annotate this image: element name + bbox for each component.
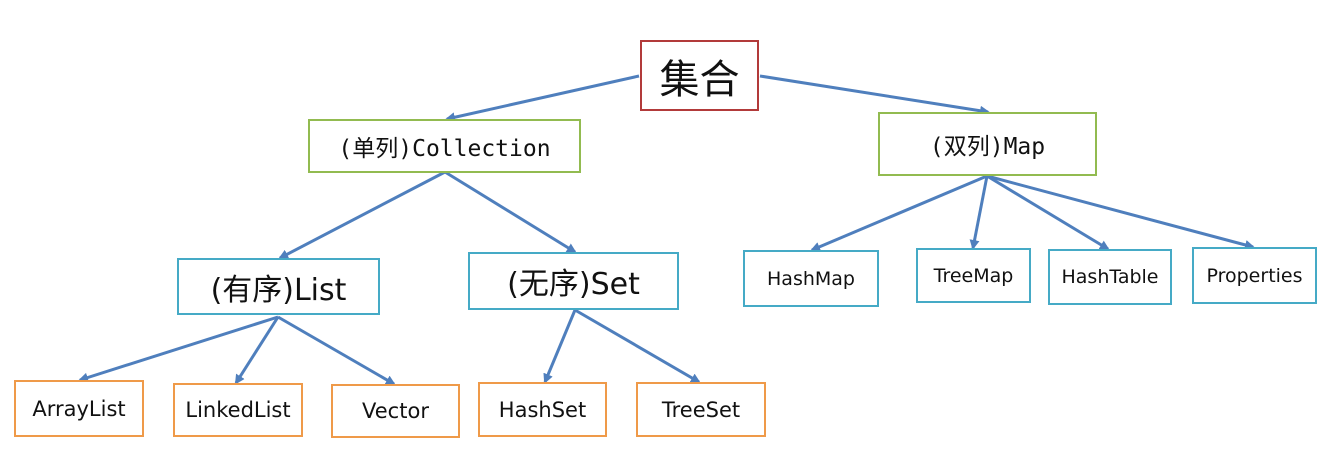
map-node: (双列)Map xyxy=(878,112,1097,176)
set-node: (无序)Set xyxy=(468,252,679,310)
root-node-collections: 集合 xyxy=(640,40,759,111)
list-to-vector-arrow xyxy=(277,315,396,386)
set-to-hashset-arrow xyxy=(543,309,577,384)
map-to-hashmap-arrow xyxy=(810,174,988,252)
list-node: (有序)List xyxy=(177,258,380,315)
map-to-properties-arrow xyxy=(986,174,1255,250)
map-to-treemap-arrow xyxy=(969,175,989,250)
root-to-map-arrow xyxy=(759,74,990,116)
hashset-node: HashSet xyxy=(478,382,607,437)
hashtable-node: HashTable xyxy=(1048,249,1172,305)
root-to-collection-arrow xyxy=(445,74,640,123)
list-to-linkedlist-arrow xyxy=(234,316,280,385)
linkedlist-node: LinkedList xyxy=(173,383,303,437)
map-to-hashtable-arrow xyxy=(986,174,1110,251)
set-to-treeset-arrow xyxy=(574,308,701,384)
properties-node: Properties xyxy=(1192,247,1317,304)
treemap-node: TreeMap xyxy=(916,248,1031,303)
hashmap-node: HashMap xyxy=(743,250,879,307)
vector-node: Vector xyxy=(331,384,460,438)
collection-node: (单列)Collection xyxy=(308,119,581,173)
arraylist-node: ArrayList xyxy=(14,380,144,437)
collection-to-list-arrow xyxy=(278,170,446,260)
collection-to-set-arrow xyxy=(444,170,577,254)
list-to-arraylist-arrow xyxy=(78,315,279,383)
treeset-node: TreeSet xyxy=(636,382,766,437)
